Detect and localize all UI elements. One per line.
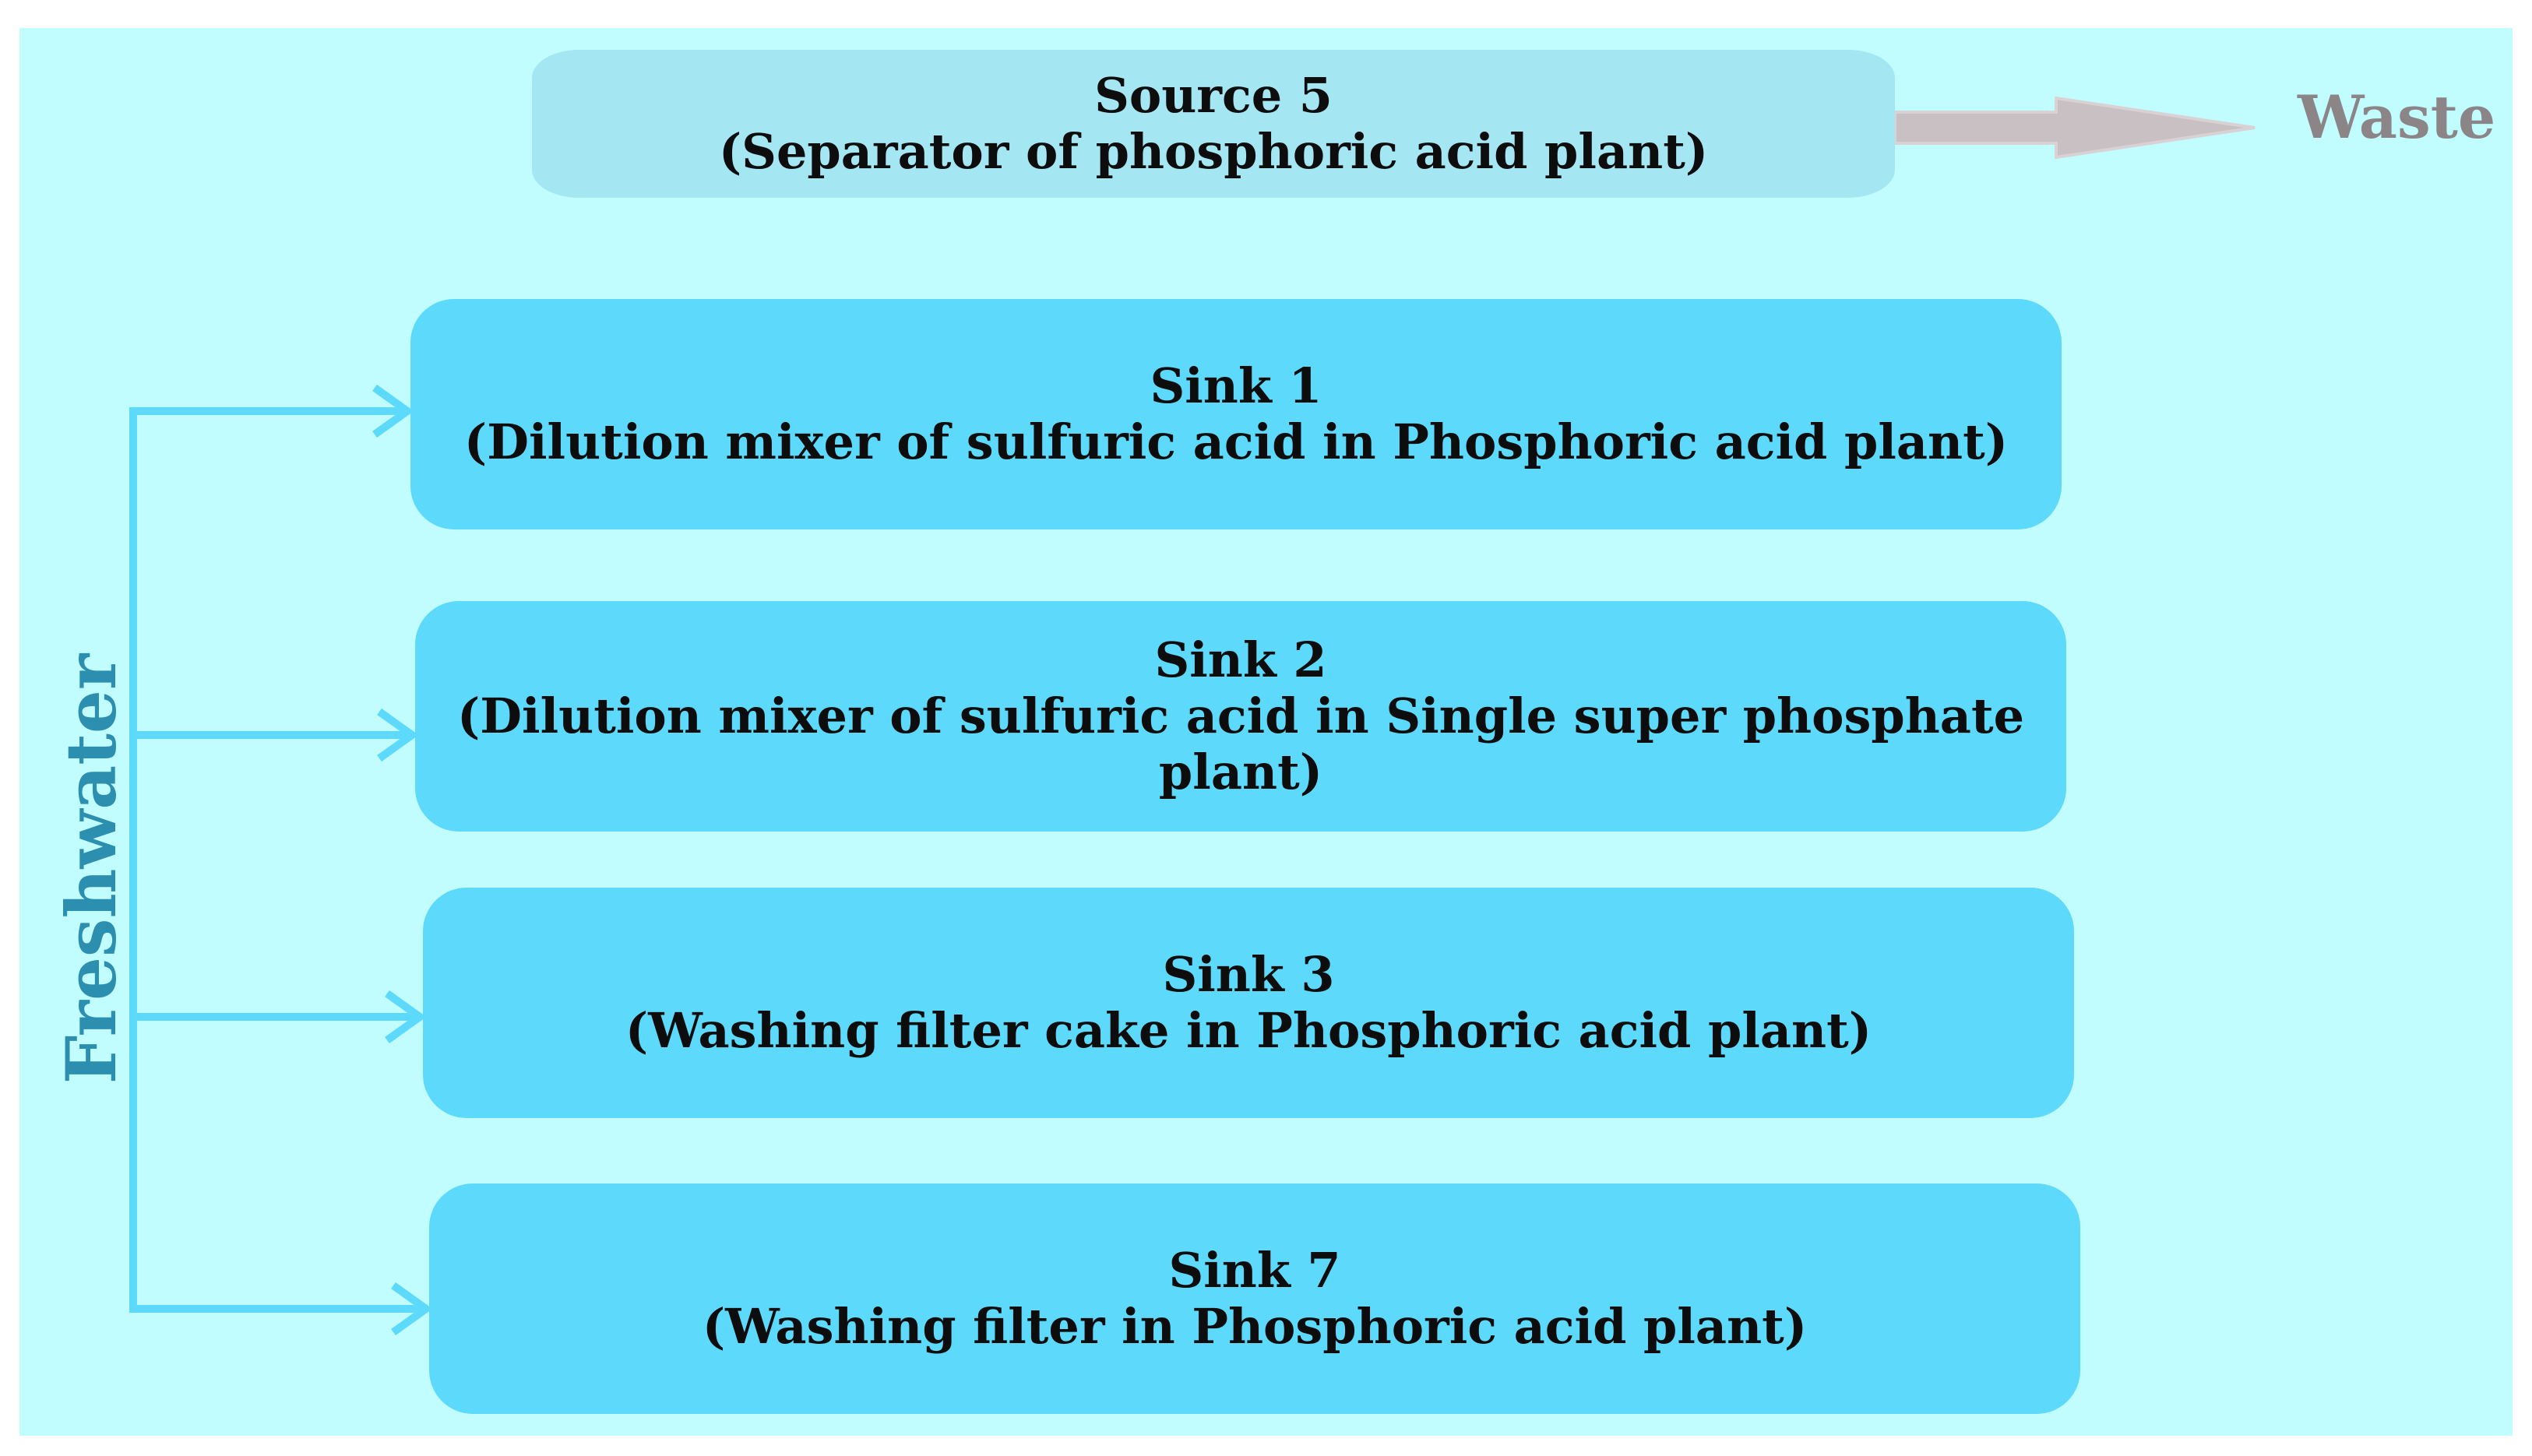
sink-node-7: Sink 7 (Washing filter in Phosphoric aci… bbox=[429, 1183, 2080, 1414]
diagram-canvas: Source 5 (Separator of phosphoric acid p… bbox=[19, 28, 2513, 1436]
sink-node-2: Sink 2 (Dilution mixer of sulfuric acid … bbox=[415, 601, 2066, 832]
arrowhead-sink-1-icon bbox=[372, 384, 414, 438]
sink-title: Sink 7 bbox=[1168, 1242, 1341, 1299]
sink-node-1: Sink 1 (Dilution mixer of sulfuric acid … bbox=[410, 299, 2062, 529]
arrowhead-sink-2-icon bbox=[377, 708, 419, 762]
sink-description: (Washing filter in Phosphoric acid plant… bbox=[702, 1298, 1808, 1355]
source-node: Source 5 (Separator of phosphoric acid p… bbox=[532, 50, 1895, 198]
waste-arrow-icon bbox=[1893, 96, 2256, 160]
sink-description: (Dilution mixer of sulfuric acid in Sing… bbox=[456, 688, 2025, 744]
waste-label: Waste bbox=[2298, 83, 2496, 152]
sink-title: Sink 1 bbox=[1150, 357, 1322, 414]
sink-title: Sink 2 bbox=[1154, 631, 1327, 688]
connector-layer bbox=[129, 96, 2256, 1336]
arrowhead-sink-7-icon bbox=[391, 1282, 433, 1336]
sink-node-3: Sink 3 (Washing filter cake in Phosphori… bbox=[423, 888, 2074, 1118]
arrowhead-sink-3-icon bbox=[385, 990, 427, 1044]
sink-description: (Dilution mixer of sulfuric acid in Phos… bbox=[463, 413, 2009, 470]
sink-description-cont: plant) bbox=[1158, 744, 1323, 800]
source-subtitle: (Separator of phosphoric acid plant) bbox=[718, 123, 1709, 180]
sink-title: Sink 3 bbox=[1162, 946, 1335, 1003]
sink-description: (Washing filter cake in Phosphoric acid … bbox=[625, 1002, 1872, 1059]
freshwater-label: Freshwater bbox=[51, 653, 132, 1085]
source-title: Source 5 bbox=[1094, 67, 1333, 124]
